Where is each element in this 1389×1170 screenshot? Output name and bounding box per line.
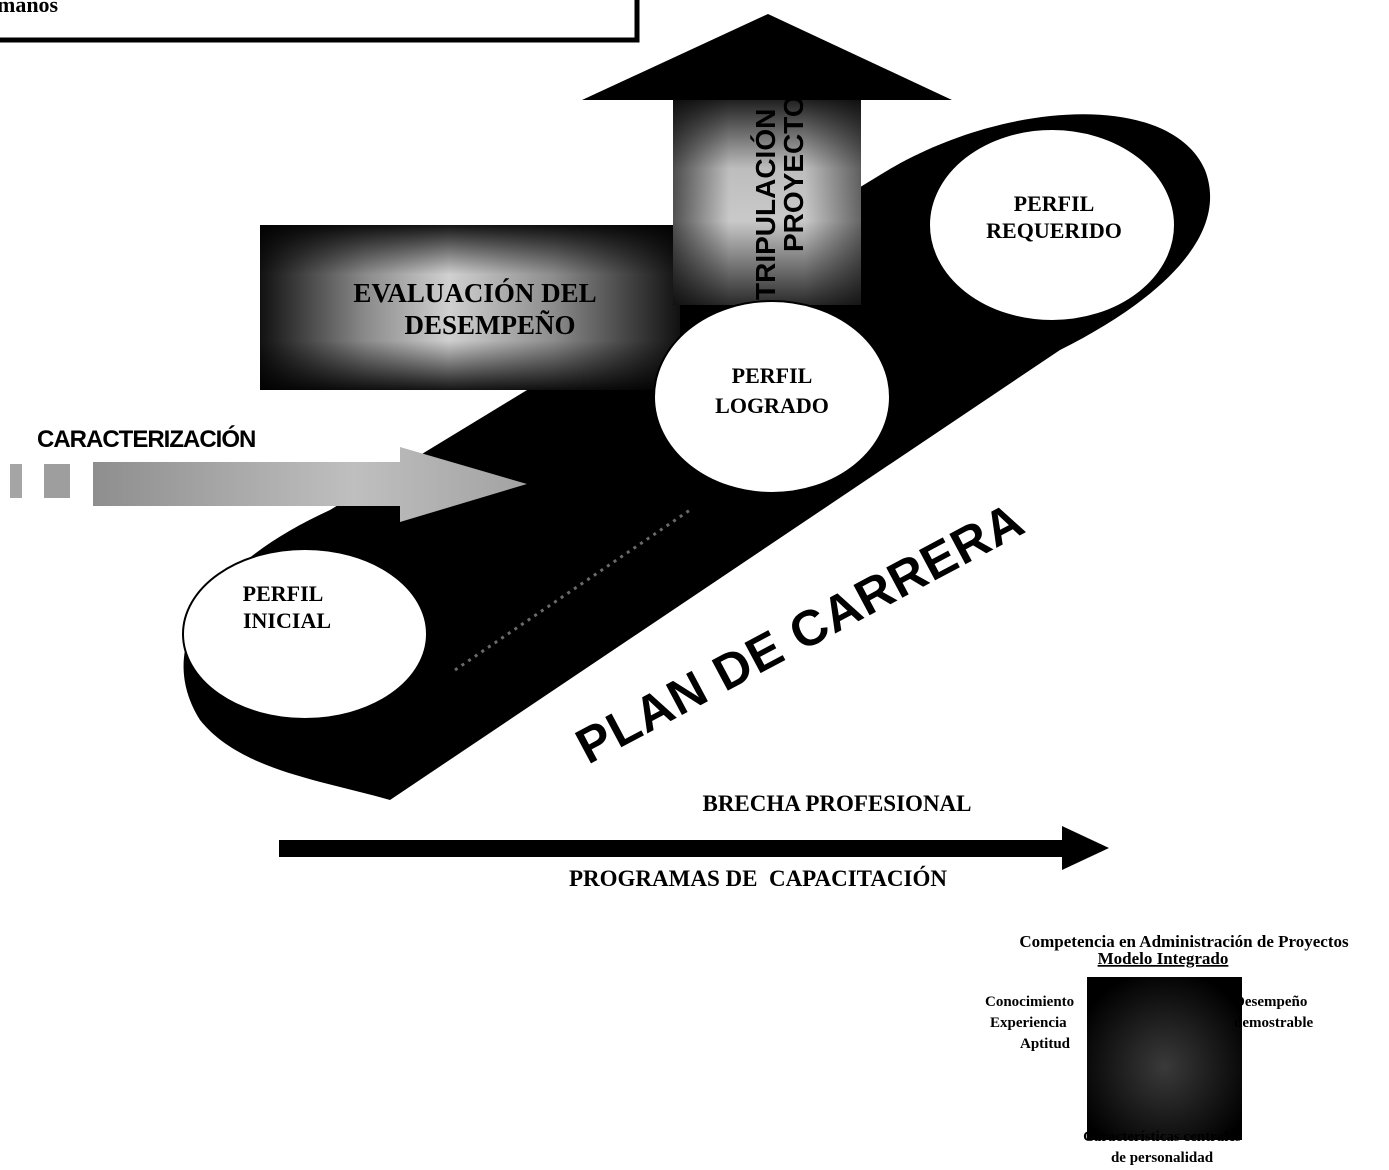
profile-initial: PERFIL INICIAL <box>182 548 428 720</box>
competency-bottom-1: Características centrales <box>1083 1129 1241 1145</box>
competency-model: Competencia en Administración de Proyect… <box>985 932 1349 1166</box>
profile-required: PERFIL REQUERIDO <box>928 128 1176 322</box>
profile-required-line2: REQUERIDO <box>986 218 1122 243</box>
header-fragment: manos <box>0 0 59 17</box>
competency-bottom-2: de personalidad <box>1111 1150 1214 1166</box>
competency-right-1: Desempeño <box>1234 994 1307 1010</box>
vertical-label-line1: TRIPULACIÓN <box>750 109 781 300</box>
bottom-arrow-group: BRECHA PROFESIONAL PROGRAMAS DE CAPACITA… <box>279 791 1109 891</box>
training-label: PROGRAMAS DE CAPACITACIÓN <box>569 865 947 891</box>
competency-left-2: Experiencia <box>990 1015 1067 1031</box>
characterization-label: CARACTERIZACIÓN <box>37 425 255 453</box>
competency-title: Competencia en Administración de Proyect… <box>1019 932 1349 951</box>
competency-left-1: Conocimiento <box>985 994 1074 1010</box>
evaluation-label-line2: DESEMPEÑO <box>404 310 575 340</box>
competency-left-3: Aptitud <box>1020 1036 1071 1052</box>
evaluation-label-line1: EVALUACIÓN DEL <box>353 278 596 308</box>
competency-right-2: demostrable <box>1234 1015 1313 1031</box>
profile-initial-line1: PERFIL <box>243 581 324 606</box>
evaluation-arrow: EVALUACIÓN DEL DESEMPEÑO <box>260 225 680 390</box>
profile-required-line1: PERFIL <box>1014 191 1095 216</box>
profile-achieved-line2: LOGRADO <box>715 393 829 418</box>
profile-initial-line2: INICIAL <box>243 608 331 633</box>
profile-achieved-line1: PERFIL <box>732 363 813 388</box>
competency-subtitle: Modelo Integrado <box>1098 949 1229 968</box>
vertical-arrow: TRIPULACIÓN PROYECTO <box>582 14 952 305</box>
vertical-label-line2: PROYECTO <box>778 95 809 252</box>
bottom-arrow-shaft <box>279 840 1064 857</box>
gap-label: BRECHA PROFESIONAL <box>702 791 971 816</box>
header-box: manos <box>0 0 640 43</box>
characterization-arrow: CARACTERIZACIÓN <box>10 425 527 522</box>
bottom-arrow-head <box>1062 826 1109 870</box>
competency-photo <box>1087 977 1242 1140</box>
profile-achieved: PERFIL LOGRADO <box>653 300 891 494</box>
